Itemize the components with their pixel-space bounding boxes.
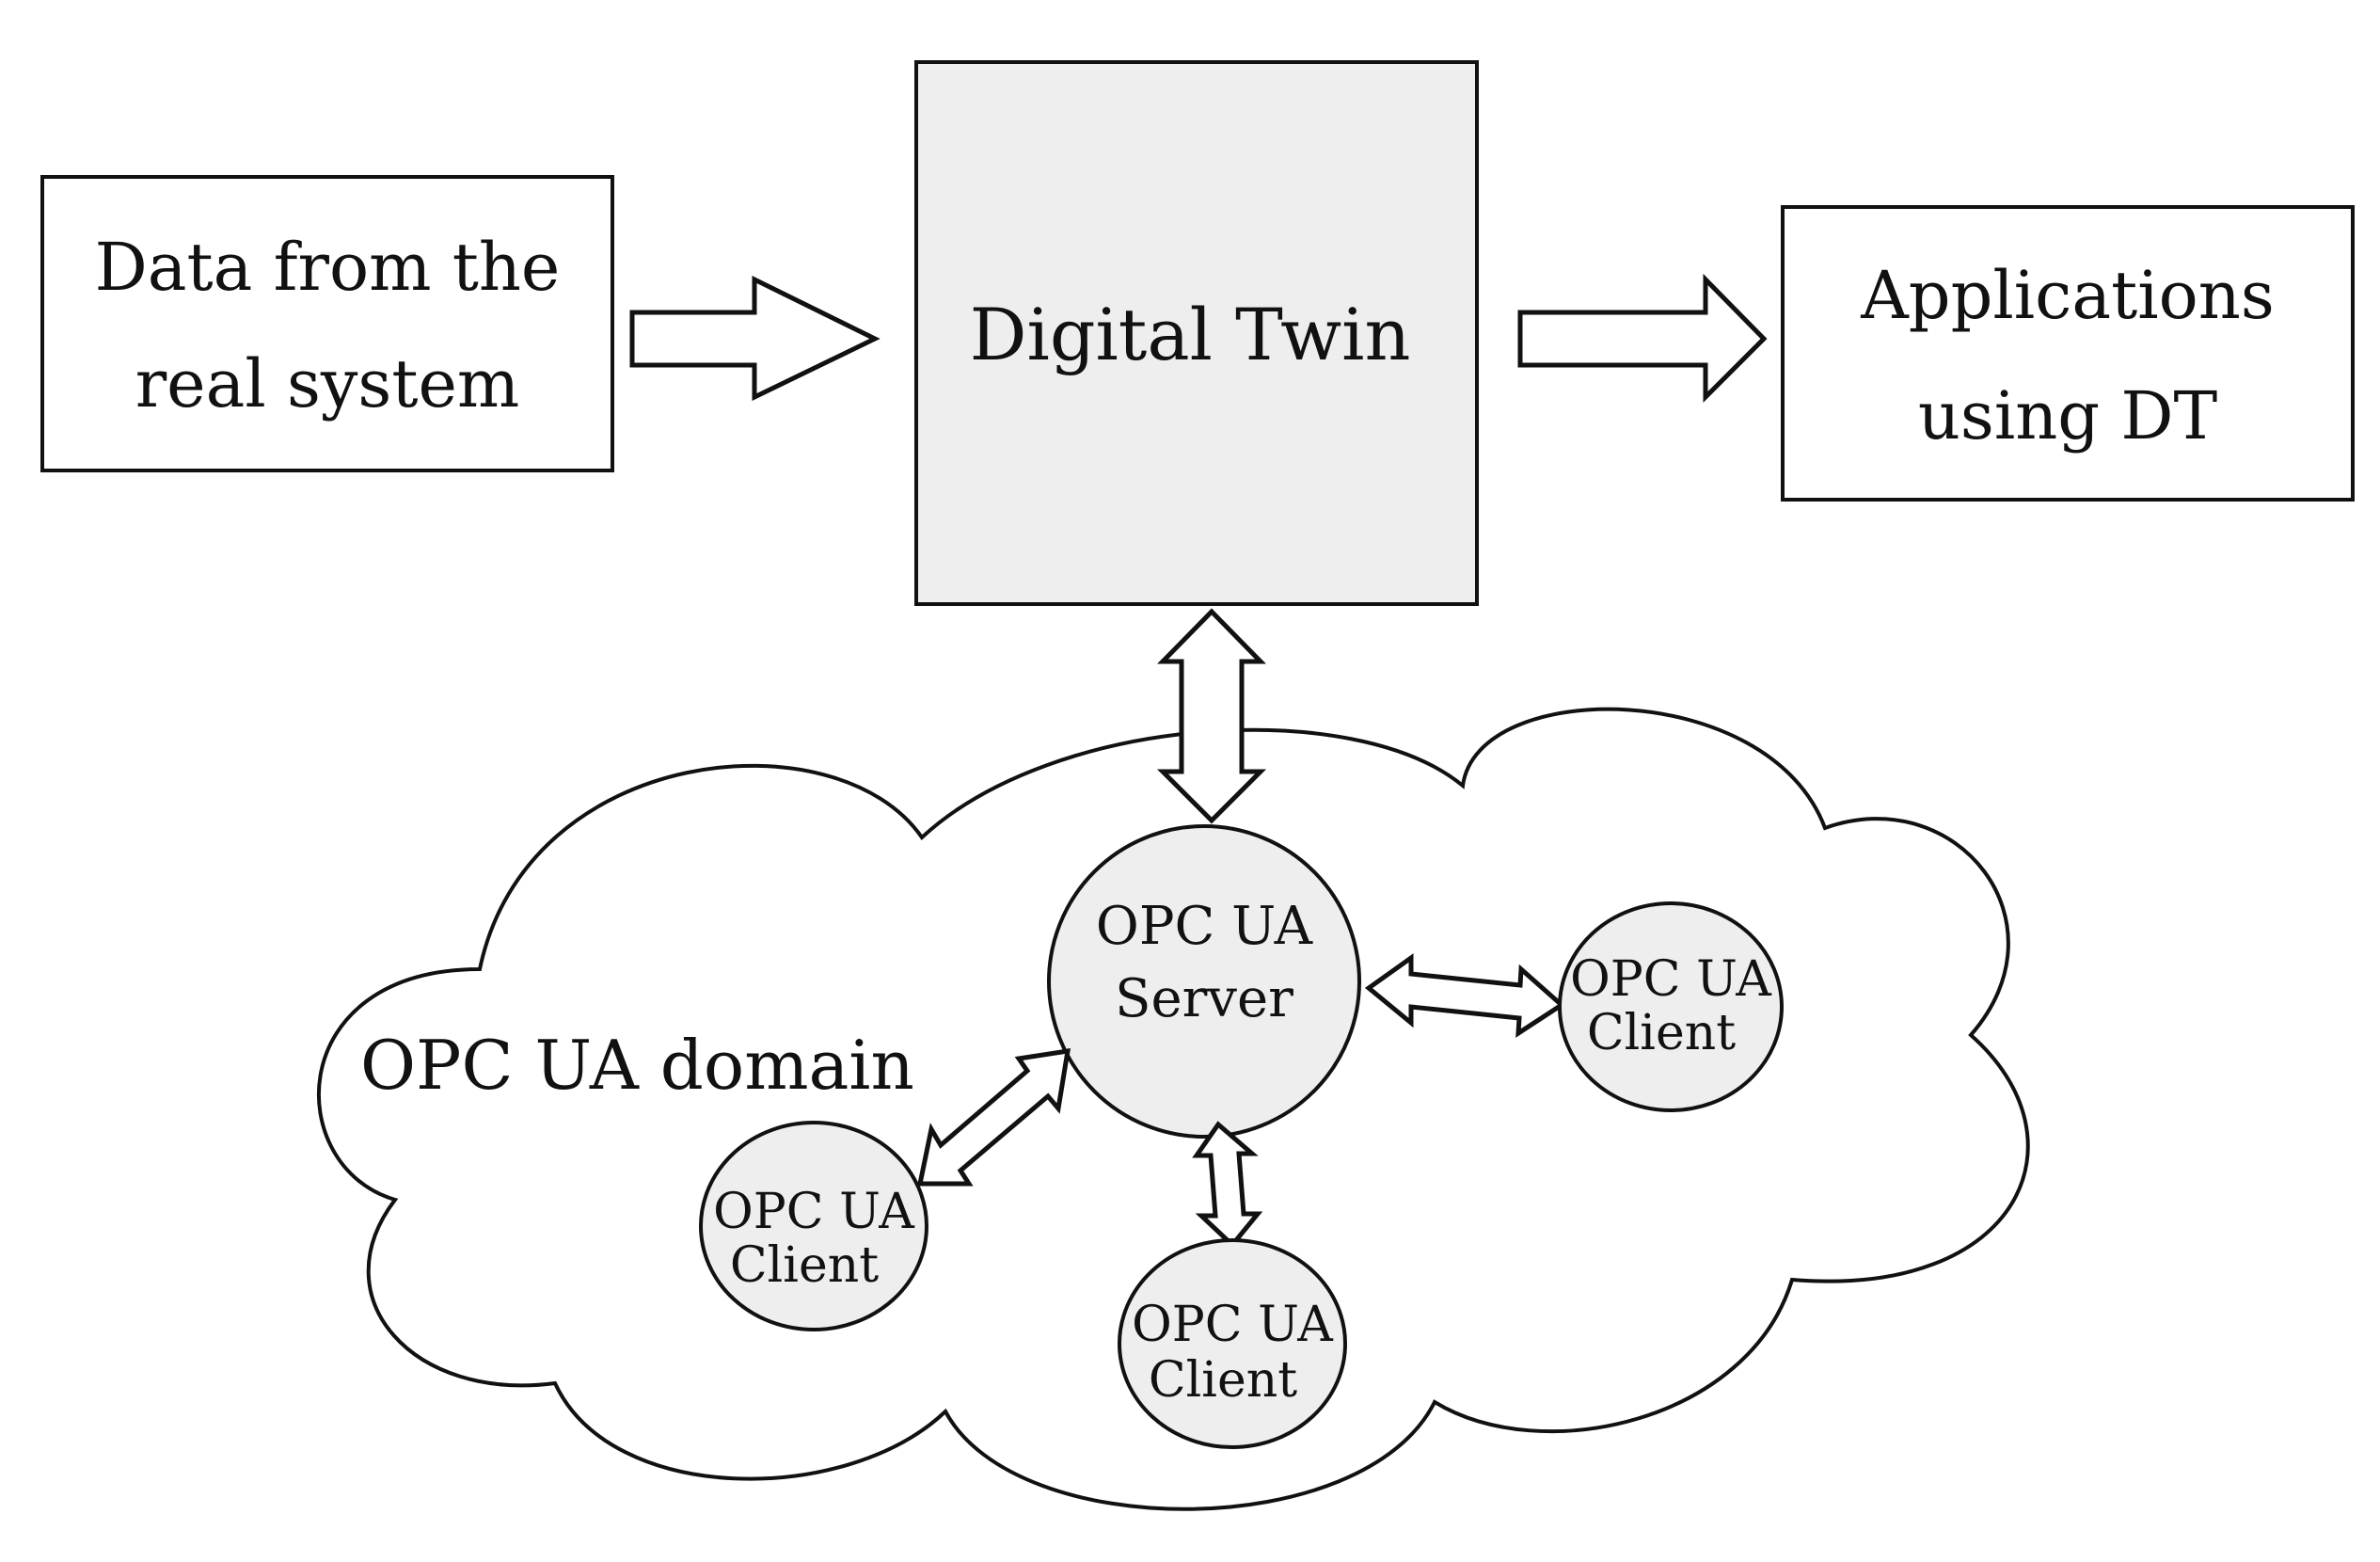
client-right-label-line1: OPC UA (1570, 951, 1772, 1008)
arrow-source-to-twin (629, 275, 881, 401)
client-bottom-label-line2: Client (1149, 1352, 1297, 1409)
source-label-line2: real system (135, 345, 520, 422)
arrow-twin-to-applications (1517, 273, 1768, 404)
server-label-line1: OPC UA (1096, 896, 1313, 957)
server-label-line2: Server (1115, 968, 1293, 1029)
arrow-twin-server (1156, 608, 1267, 824)
applications-label-line1: Applications (1860, 257, 2275, 334)
opc-ua-client-right (1558, 901, 1784, 1112)
client-right-label-line2: Client (1587, 1005, 1736, 1061)
digital-twin-box (914, 60, 1479, 606)
opc-ua-domain-label: OPC UA domain (360, 1026, 914, 1105)
digital-twin-label: Digital Twin (970, 293, 1411, 376)
arrow-server-client-left (916, 1048, 1071, 1187)
opc-ua-server-node (1047, 824, 1361, 1139)
opc-ua-client-bottom (1118, 1238, 1347, 1449)
applications-label-line2: using DT (1918, 377, 2217, 454)
source-box (40, 175, 614, 472)
source-label-line1: Data from the (95, 229, 561, 306)
client-left-label-line2: Client (730, 1237, 879, 1294)
client-left-label-line1: OPC UA (713, 1184, 915, 1240)
client-bottom-label-line1: OPC UA (1132, 1297, 1334, 1353)
applications-box (1781, 205, 2355, 502)
opc-ua-client-left (699, 1121, 928, 1331)
